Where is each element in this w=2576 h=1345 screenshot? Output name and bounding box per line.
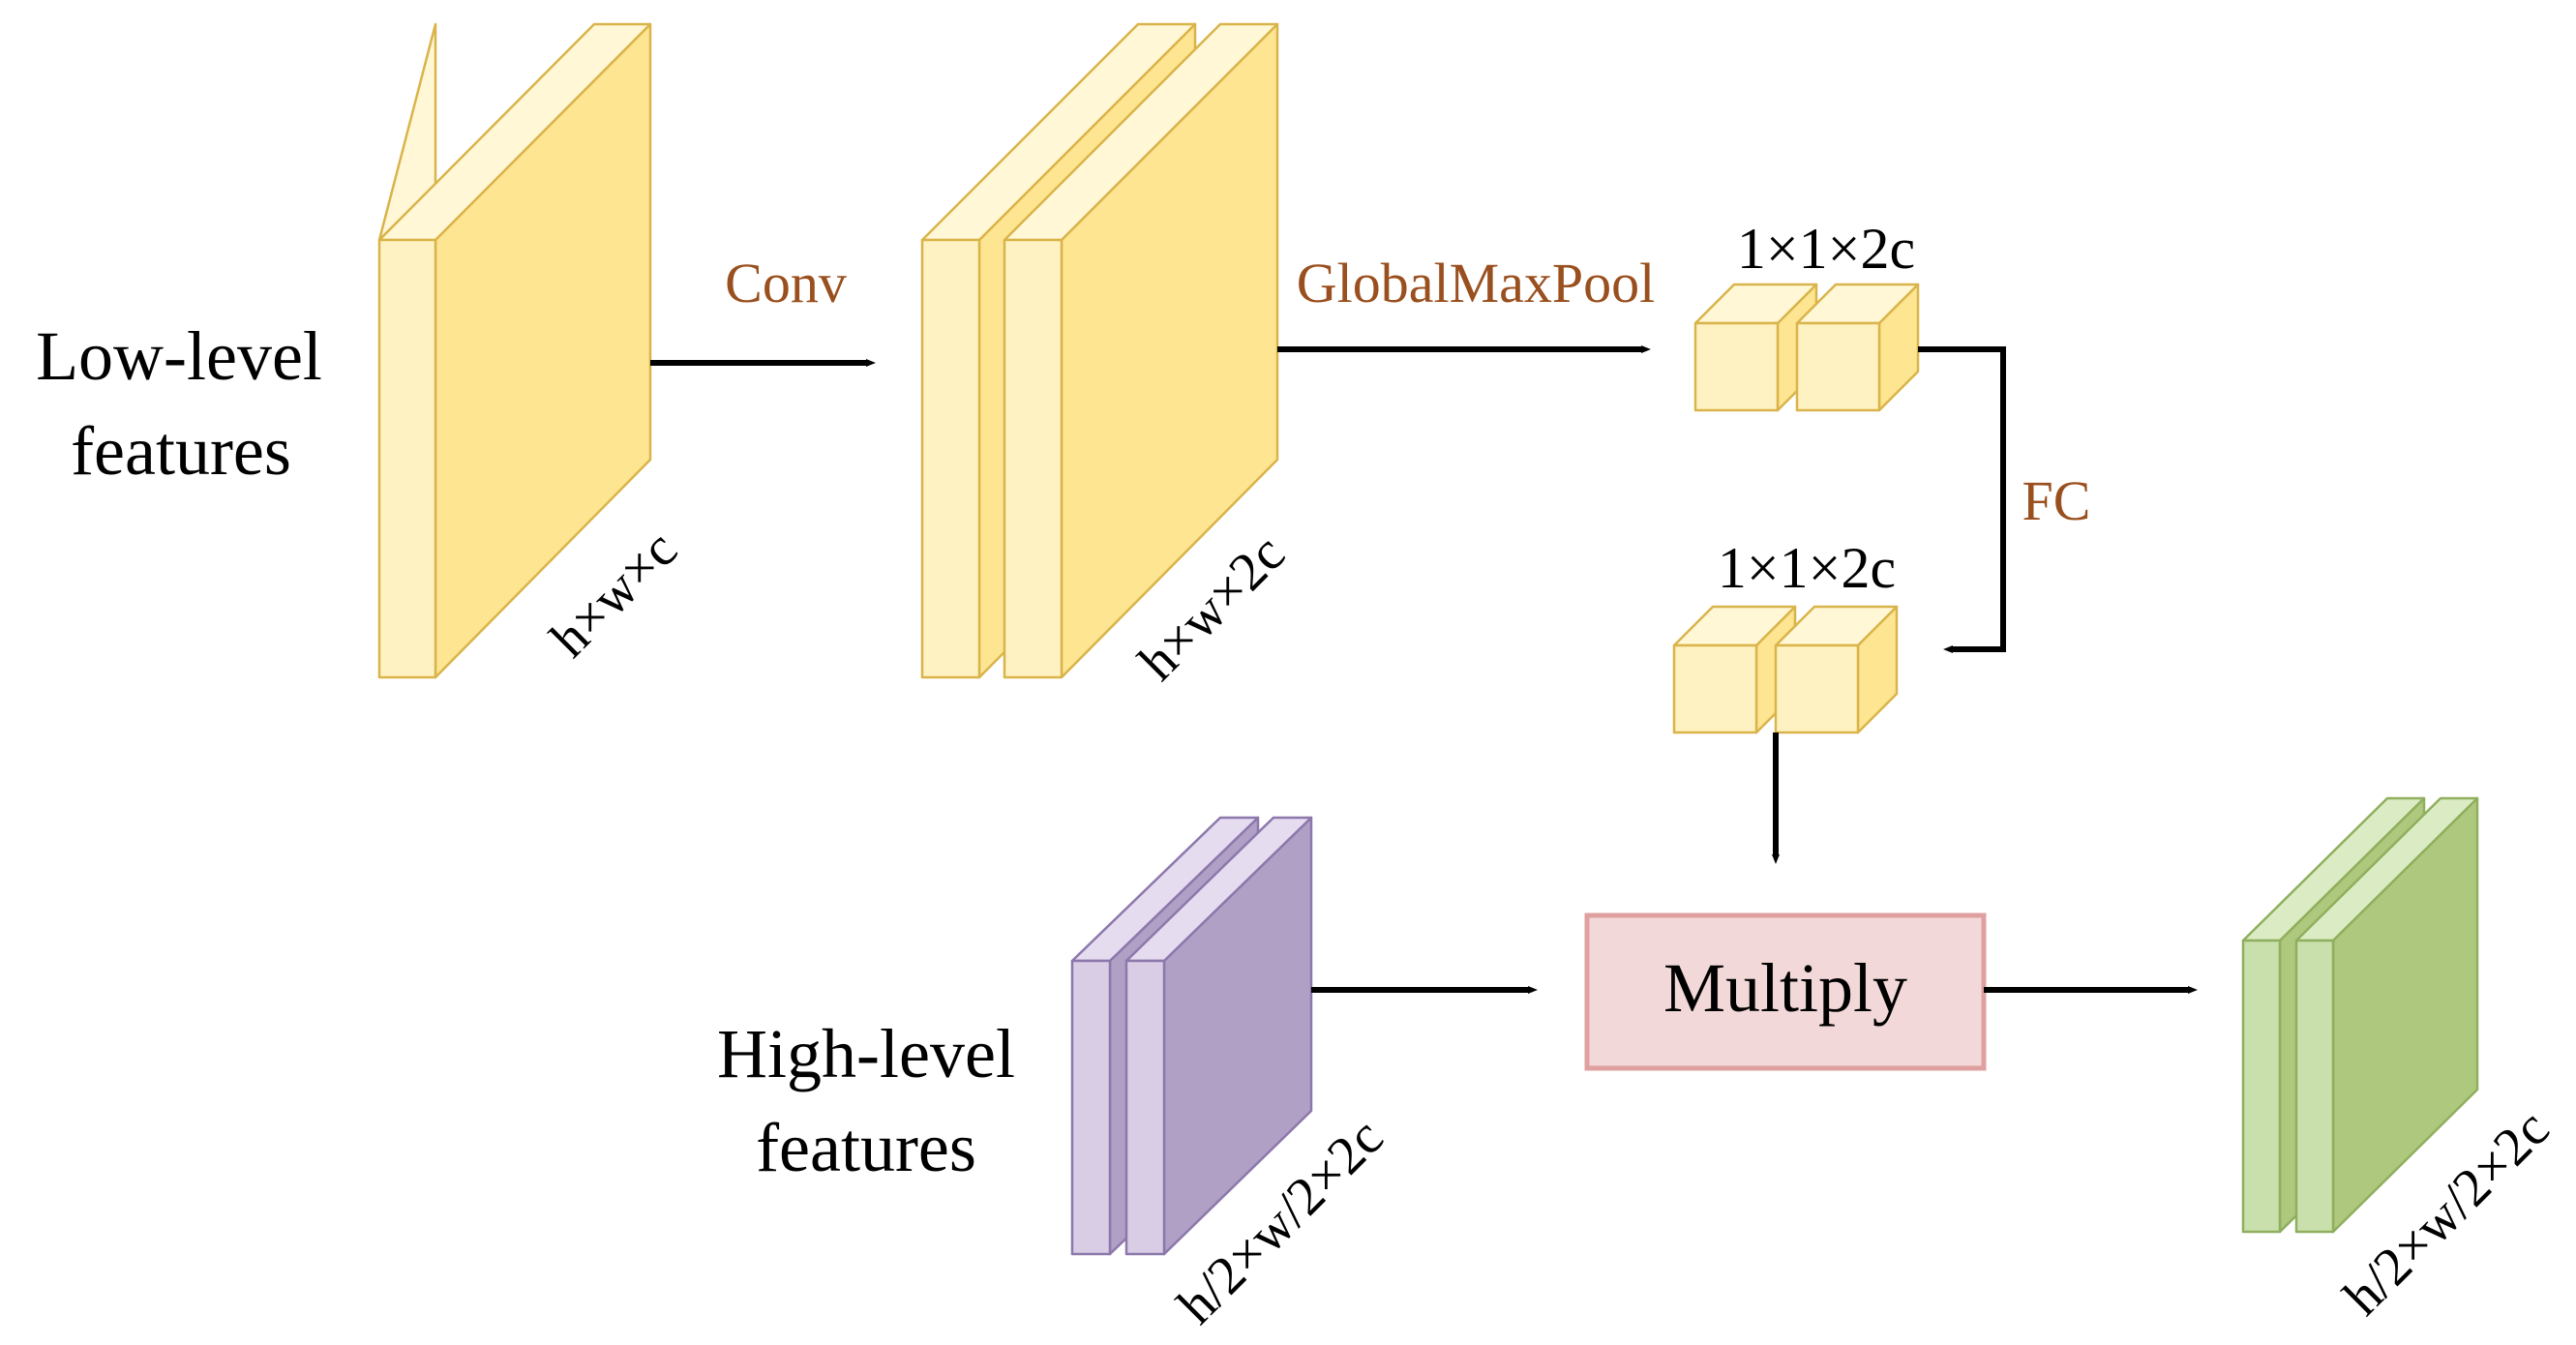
fc-vector-block — [1672, 605, 1899, 734]
conv-feature-block — [920, 22, 1279, 679]
multiply-box — [1584, 912, 1987, 1071]
high-level-label-line1: High-level — [717, 1015, 1015, 1092]
high-level-feature-block — [1070, 816, 1313, 1256]
fc-dim-label: 1×1×2c — [1718, 536, 1896, 600]
conv-slab-2 — [1003, 22, 1279, 679]
high-level-label-line2: features — [756, 1109, 976, 1186]
fc-cube-2 — [1774, 605, 1899, 734]
high-slab-2 — [1124, 816, 1313, 1256]
fc-arrow — [1918, 346, 2006, 652]
output-feature-block — [2241, 796, 2479, 1234]
multiply-label: Multiply — [1663, 949, 1907, 1027]
input-feature-block — [377, 22, 652, 679]
input-block-front — [377, 238, 437, 679]
global-max-pool-label: GlobalMaxPool — [1297, 252, 1656, 314]
low-level-label-line2: features — [71, 412, 291, 490]
multiply-operation: Multiply — [1584, 912, 1987, 1071]
output-slab-2 — [2294, 796, 2479, 1234]
fc-label: FC — [2022, 469, 2091, 532]
conv-label: Conv — [725, 252, 847, 314]
pooled-vector-block — [1693, 283, 1920, 412]
low-level-label-line1: Low-level — [36, 317, 322, 395]
connectors — [650, 345, 2198, 994]
pooled-cube-2 — [1795, 283, 1920, 412]
pool-dim-label: 1×1×2c — [1737, 217, 1915, 281]
